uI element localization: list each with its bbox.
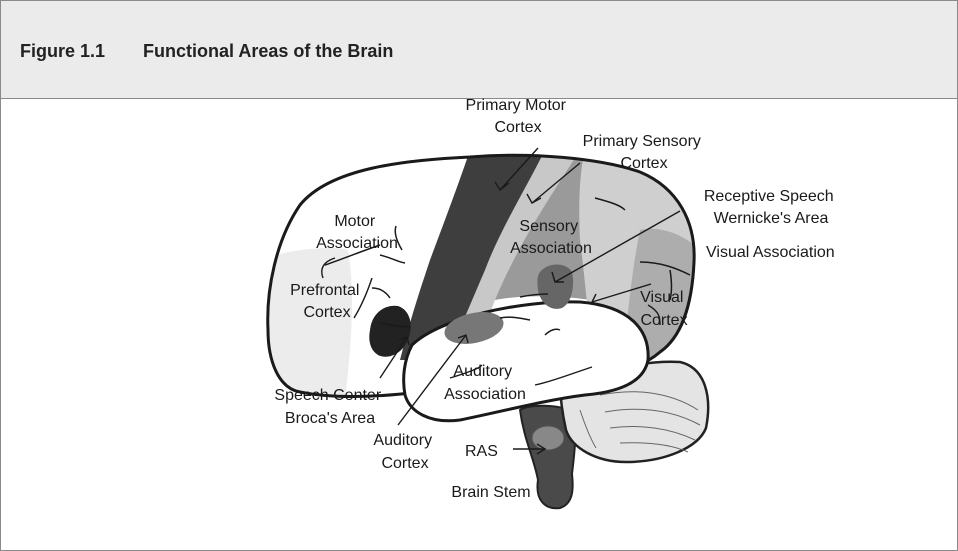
label-speech-center: Speech Center Broca's Area xyxy=(274,387,385,427)
label-visual-association: Visual Association xyxy=(706,244,835,261)
label-ras: RAS xyxy=(465,443,498,460)
label-brain-stem: Brain Stem xyxy=(451,484,530,501)
label-primary-motor-cortex: Primary Motor Cortex xyxy=(466,97,571,136)
label-auditory-cortex: Auditory Cortex xyxy=(373,432,436,472)
label-receptive-speech: Receptive Speech Wernicke's Area xyxy=(704,188,838,227)
ras-region xyxy=(532,426,564,450)
